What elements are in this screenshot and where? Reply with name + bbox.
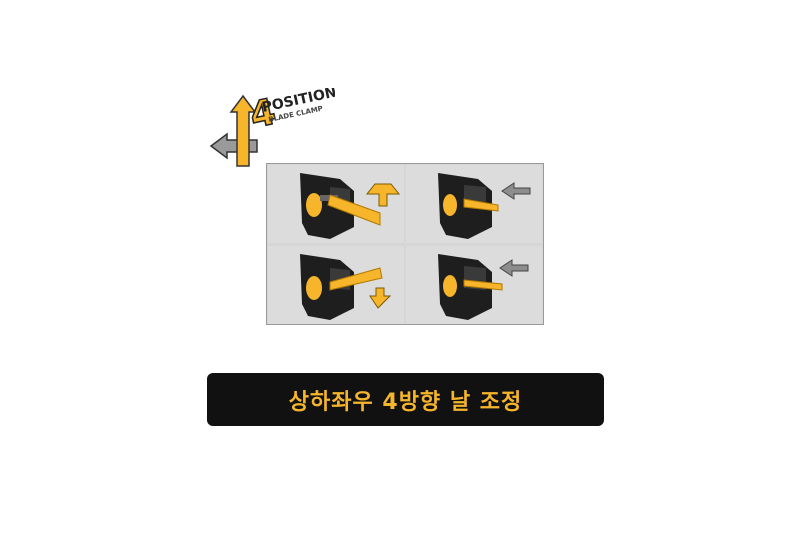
blade-icon <box>463 198 499 212</box>
blade-icon <box>329 267 383 291</box>
arrow-up-right-icon <box>369 287 392 309</box>
arrow-left-icon <box>501 182 531 200</box>
blade-icon <box>327 194 381 226</box>
blade-position-2 <box>406 165 542 243</box>
blade-position-1 <box>268 165 404 243</box>
four-position-logo-icon: 4 POSITION BLADE CLAMP <box>209 84 338 167</box>
blade-position-panel <box>266 163 544 325</box>
blade-position-3 <box>268 246 404 324</box>
arrow-down-left-icon <box>365 183 401 207</box>
arrow-left-icon <box>499 259 529 277</box>
blade-position-4 <box>406 246 542 324</box>
blade-icon <box>463 279 503 291</box>
caption-banner: 상하좌우 4방향 날 조정 <box>207 373 604 426</box>
caption-text: 상하좌우 4방향 날 조정 <box>288 389 523 415</box>
four-position-logo: 4 POSITION BLADE CLAMP <box>205 84 338 178</box>
